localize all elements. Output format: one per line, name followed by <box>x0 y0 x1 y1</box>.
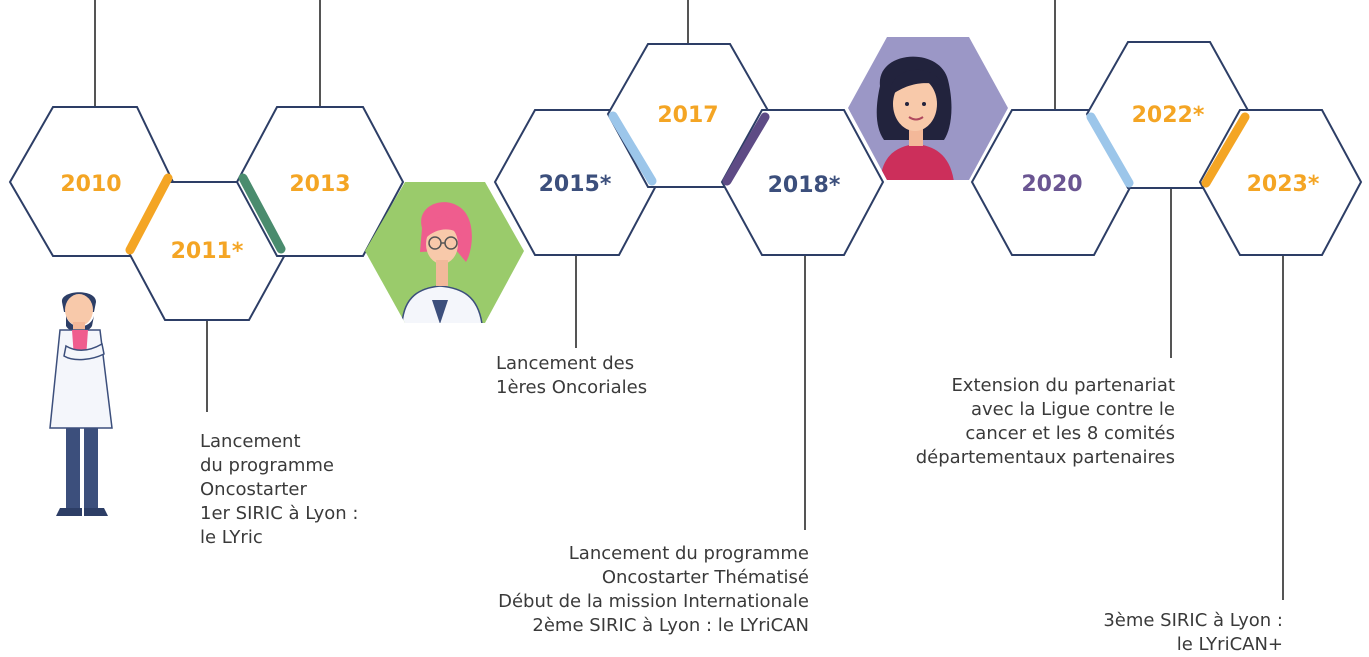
hex-2013 <box>235 106 405 257</box>
annotation-2015-line: 1ères Oncoriales <box>496 377 648 398</box>
annotation-2022: Extension du partenariat avec la Ligue c… <box>916 374 1175 470</box>
year-2018: 2018* <box>768 173 841 198</box>
annotation-2015: Lancement des 1ères Oncoriales <box>496 352 647 400</box>
annotation-2011: Lancement du programme Oncostarter 1er S… <box>200 430 358 550</box>
annotation-2011-line: Oncostarter <box>200 479 307 500</box>
doctor-man-illustration <box>49 292 113 516</box>
connector-2022-2023 <box>1201 112 1250 188</box>
connector-2020-2022 <box>1086 112 1134 188</box>
connectors <box>125 111 1250 255</box>
annotation-2022-line: avec la Ligue contre le <box>970 399 1175 420</box>
annotation-2018-line: Oncostarter Thématisé <box>601 567 809 588</box>
annotation-2022-line: cancer et les 8 comités <box>965 423 1175 444</box>
hex-2018 <box>720 109 885 256</box>
year-2017: 2017 <box>657 103 718 128</box>
year-2015: 2015* <box>539 172 612 197</box>
hex-2023 <box>1198 109 1363 256</box>
annotation-2023: 3ème SIRIC à Lyon : le LYriCAN+ <box>1103 609 1283 657</box>
annotation-2018-line: Lancement du programme <box>568 543 809 564</box>
year-2020: 2020 <box>1021 172 1082 197</box>
doctor-woman-avatar <box>365 182 524 323</box>
hexagons <box>8 41 1363 321</box>
year-2023: 2023* <box>1247 172 1320 197</box>
annotation-2011-line: 1er SIRIC à Lyon : <box>200 503 359 524</box>
annotation-2018-line: Début de la mission Internationale <box>498 591 809 612</box>
connector-2011-2013 <box>238 173 286 254</box>
annotation-2018: Lancement du programme Oncostarter Théma… <box>498 542 809 638</box>
annotation-2011-line: Lancement <box>200 431 301 452</box>
bottom-leader-lines <box>206 188 1284 600</box>
annotation-2022-line: Extension du partenariat <box>951 375 1175 396</box>
annotation-2023-line: 3ème SIRIC à Lyon : <box>1103 610 1283 631</box>
connector-2015-2017 <box>608 111 657 186</box>
woman-avatar <box>848 37 1008 180</box>
annotation-2015-line: Lancement des <box>496 353 635 374</box>
year-labels: 2010 2011* 2013 2015* 2017 2018* 2020 20… <box>60 103 1319 264</box>
year-2010: 2010 <box>60 172 121 197</box>
connector-2017-2018 <box>722 112 770 186</box>
connector-2010-2011 <box>125 173 173 255</box>
top-leader-lines <box>94 0 1056 110</box>
annotation-2011-line: du programme <box>200 455 334 476</box>
year-2011: 2011* <box>171 239 244 264</box>
annotation-2011-line: le LYric <box>200 527 263 548</box>
year-2013: 2013 <box>289 172 350 197</box>
year-2022: 2022* <box>1132 103 1205 128</box>
annotation-2018-line: 2ème SIRIC à Lyon : le LYriCAN <box>532 615 809 636</box>
annotation-2022-line: départementaux partenaires <box>915 447 1175 468</box>
annotation-2023-line: le LYriCAN+ <box>1176 634 1283 655</box>
